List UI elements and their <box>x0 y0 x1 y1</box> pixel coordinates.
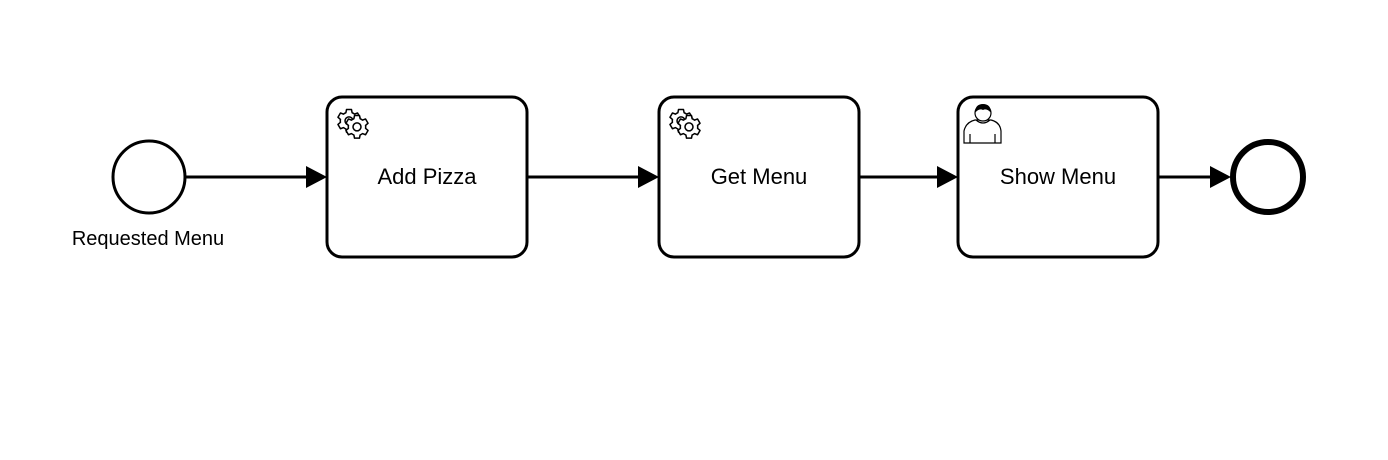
task-label: Get Menu <box>711 164 808 189</box>
sequence-flow-add-pizza-to-get-menu[interactable] <box>527 166 659 188</box>
task-label: Add Pizza <box>377 164 477 189</box>
sequence-flow-show-menu-to-end[interactable] <box>1158 166 1231 188</box>
task-get-menu[interactable]: Get Menu <box>657 95 861 259</box>
task-label: Show Menu <box>1000 164 1116 189</box>
end-event[interactable] <box>1230 139 1306 215</box>
task-add-pizza[interactable]: Add Pizza <box>325 95 529 259</box>
start-event-label: Requested Menu <box>72 228 224 250</box>
sequence-flow-get-menu-to-show-menu[interactable] <box>859 166 958 188</box>
sequence-flow-start-to-add-pizza[interactable] <box>185 166 327 188</box>
user-icon <box>963 104 1002 144</box>
task-show-menu[interactable]: Show Menu <box>956 95 1160 259</box>
start-event[interactable] <box>111 139 187 215</box>
